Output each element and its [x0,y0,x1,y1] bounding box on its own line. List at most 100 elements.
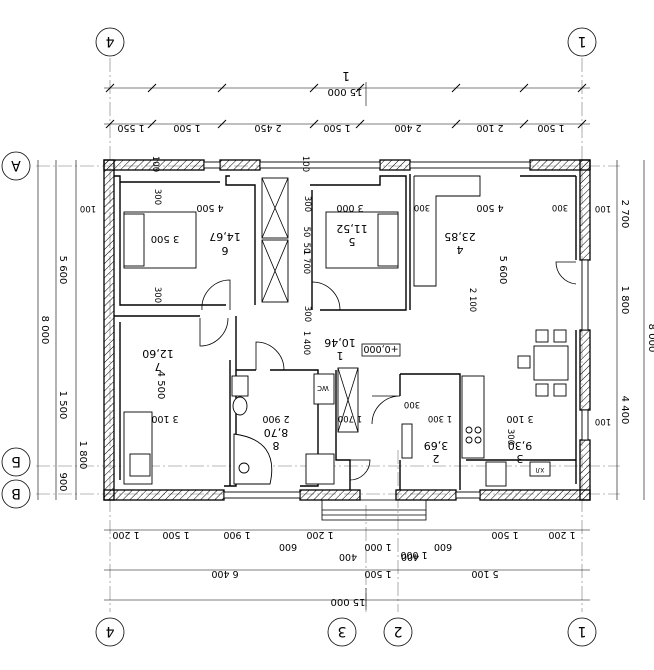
level-mark: +0,000 [363,343,398,354]
toilet [231,375,249,397]
dimension-label: 2 100 [476,122,503,133]
axis-label: A [11,157,21,173]
axis-bubble [1,447,31,477]
dimension-tick [451,83,461,93]
room-area: 10,46 [324,336,356,349]
dimension-label: 300 [302,306,312,322]
dimension-tick [309,119,319,129]
room-dim: 4 500 [155,371,166,400]
axis-bubble [383,617,413,647]
dimension-label: 1 900 [223,529,250,540]
dimension-label: 5 600 [57,256,68,285]
dimension-label: 100 [595,416,611,426]
dimension-label: 100 [300,156,310,172]
dimension-label: 1 500 [537,122,564,133]
furniture [123,175,569,487]
dimension-label: 1 200 [306,529,333,540]
dimension-label: 1 400 [301,331,311,355]
axis-bubble [327,617,357,647]
kitchen-sink [485,461,507,487]
dimension-label: 300 [302,196,312,212]
dimension-label: 900 [57,472,68,491]
room-number: 3 [517,452,524,465]
door-swing [371,395,401,425]
dimension-label: 8 000 [39,316,50,345]
axis-label: Б [11,453,21,469]
room-dim: 4 500 [476,202,503,213]
dimension-label: 1 500 [364,568,391,579]
room-area: 12,60 [142,347,174,360]
dining-table [533,345,569,381]
level-mark-box [361,343,401,357]
dimension-label: 50 [301,243,311,254]
room-dim: 3 100 [506,413,533,424]
dimension-label: 100 [80,203,96,213]
axis-bubble [95,27,125,57]
dimension-tick [105,83,115,93]
dimension-tick [519,83,529,93]
dimension-tick [451,119,461,129]
room-dim: 3 100 [151,413,178,424]
dimension-label: 1 700 [338,413,362,423]
dimension-label: 1 550 [117,122,144,133]
axis-bubble [1,479,31,509]
dimension-tick [577,119,587,129]
dimension-label: 15 000 [331,596,366,607]
axis-label: 4 [105,33,114,49]
dimension-label: 2 400 [394,122,421,133]
dimension-label: 1 200 [112,529,139,540]
kitchen-counter [401,423,413,459]
door-swing [201,279,231,311]
dimension-tick [105,119,115,129]
dimension-label: 600 [279,541,297,552]
room-number: 5 [349,235,356,248]
dimension-label: 50 [301,227,311,238]
dimension-label: 300 [152,189,162,205]
axis-label: В [11,485,21,501]
dimension-label: 1 300 [428,413,452,423]
dimension-label: 1 500 [491,529,518,540]
dimension-label: 1 500 [323,122,350,133]
axis-label: 1 [578,33,587,49]
dimension-tick [147,119,157,129]
dimension-label: 300 [404,399,420,409]
dimension-label: 100 [595,203,611,213]
interior-walls [114,174,577,521]
interior-dimensions: 300 300 300 300 300 300 300 300 100 100 … [150,156,568,445]
dimension-label: 1 500 [173,122,200,133]
dimension-tick [309,83,319,93]
room-dim: 2 900 [262,413,289,424]
door-swing [199,317,229,347]
room-area: 14,67 [209,230,241,243]
door-swing [311,281,341,311]
shower [305,453,335,485]
axis-bubble [567,27,597,57]
dimension-label: 2 100 [467,288,477,312]
room-dim: 3 000 [336,202,363,213]
dimension-label: 15 000 [328,86,363,97]
room-number: 6 [222,244,229,257]
dimension-label: 600 [434,541,452,552]
door-swing [349,459,371,481]
door-swing [255,341,285,371]
doors [199,261,577,481]
dimension-tick [519,119,529,129]
axis-label: 4 [105,623,114,639]
room-area: 8,70 [264,426,289,439]
bathtub [233,433,273,485]
door-swing [555,261,577,285]
exterior-walls [103,159,591,501]
section-mark: 1 [342,69,350,83]
room-number: 4 [457,243,464,256]
room-area: 3,69 [424,439,449,452]
room-area: 9,30 [508,439,533,452]
axis-label: 1 [578,623,587,639]
dimension-label: 1 800 [619,286,630,315]
fridge-label: ХЛ [536,466,545,473]
dimension-label: 400 [339,551,357,562]
room-dim: 4 500 [196,202,223,213]
axis-bubbles: 4 1 A Б В 4 3 2 1 [1,27,597,647]
dimension-label: 100 [150,156,160,172]
dimension-label: 300 [152,287,162,303]
